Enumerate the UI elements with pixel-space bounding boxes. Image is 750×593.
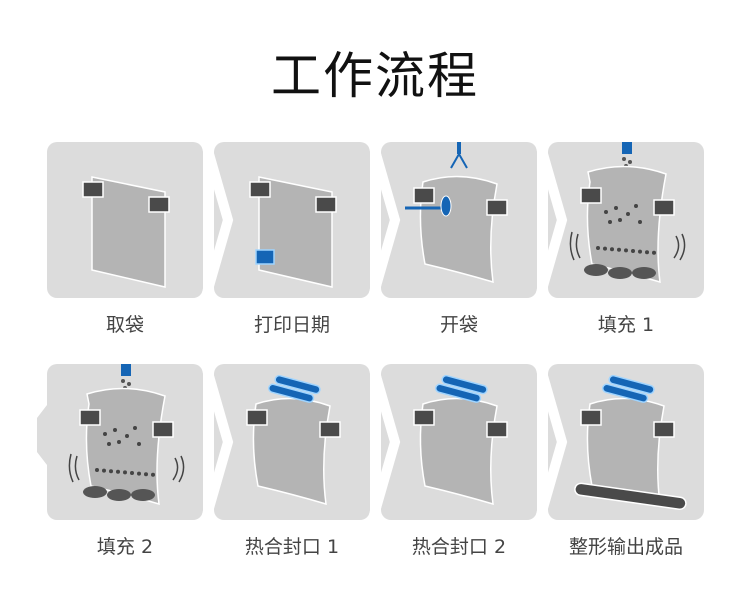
step-card-2 <box>214 142 370 298</box>
step-label-6: 热合封口 1 <box>244 536 340 558</box>
conveyor-output-icon <box>574 374 687 511</box>
heat-seal-icon <box>413 374 508 506</box>
flat-bag-icon <box>82 176 170 288</box>
step-card-7 <box>381 364 537 520</box>
step-card-6 <box>214 364 370 520</box>
step-card-5 <box>47 364 203 520</box>
step-label-8: 整形输出成品 <box>568 536 683 558</box>
arrow-incoming <box>37 405 47 465</box>
heat-seal-icon <box>246 374 341 506</box>
open-bag-icon <box>405 142 508 284</box>
page-title: 工作流程 <box>271 47 479 105</box>
step-card-1 <box>47 142 203 298</box>
step-label-2: 打印日期 <box>253 314 330 336</box>
step-label-3: 开袋 <box>439 314 478 336</box>
step-card-3 <box>381 142 537 298</box>
step-card-4 <box>548 142 704 298</box>
step-label-7: 热合封口 2 <box>411 536 507 558</box>
fill-bag-icon <box>68 364 185 506</box>
step-label-1: 取袋 <box>105 314 144 336</box>
step-label-5: 填充 2 <box>96 536 154 558</box>
fill-bag-icon <box>569 142 686 284</box>
step-label-4: 填充 1 <box>597 314 655 336</box>
step-card-8 <box>548 364 704 520</box>
print-date-icon <box>249 176 337 288</box>
